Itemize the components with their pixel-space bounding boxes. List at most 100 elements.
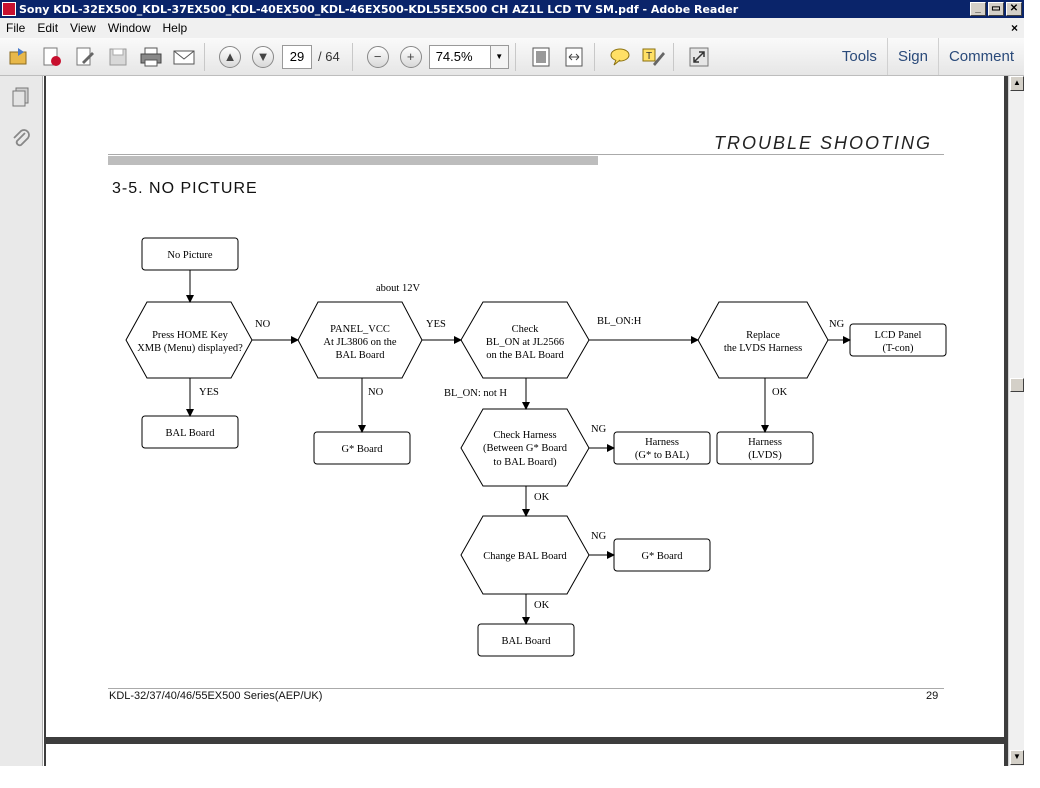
close-button[interactable]: ✕ bbox=[1006, 2, 1022, 16]
page-thumbnails-icon[interactable] bbox=[10, 86, 32, 108]
zoom-input[interactable]: 74.5% bbox=[428, 44, 491, 69]
text-g-board-1: G* Board bbox=[341, 444, 383, 455]
menu-window[interactable]: Window bbox=[107, 21, 151, 35]
open-button[interactable] bbox=[5, 43, 33, 71]
text-lcd-panel-2: (T-con) bbox=[882, 343, 914, 354]
chevron-down-icon: ▼ bbox=[495, 51, 504, 61]
print-button[interactable] bbox=[137, 43, 165, 71]
text-check-harness-2: (Between G* Board bbox=[483, 443, 568, 454]
text-bal-board-1: BAL Board bbox=[166, 428, 216, 439]
toolbar: ▲ ▼ 29 / 64 − + 74.5% ▼ T Tools Sign Com… bbox=[0, 38, 1024, 76]
menu-view[interactable]: View bbox=[70, 21, 96, 35]
label-ok-2: OK bbox=[534, 492, 550, 503]
envelope-icon bbox=[173, 50, 195, 64]
fit-width-button[interactable] bbox=[560, 43, 588, 71]
menu-bar: File Edit View Window Help × bbox=[0, 18, 1024, 38]
toolbar-separator bbox=[514, 42, 516, 71]
zoom-out-button[interactable]: − bbox=[364, 43, 392, 71]
footer-model: KDL-32/37/40/46/55EX500 Series(AEP/UK) bbox=[109, 690, 323, 702]
scroll-down-button[interactable]: ▼ bbox=[1010, 750, 1024, 765]
title-bar: Sony KDL-32EX500_KDL-37EX500_KDL-40EX500… bbox=[0, 0, 1024, 18]
zoom-in-button[interactable]: + bbox=[397, 43, 425, 71]
highlighter-icon: T bbox=[642, 48, 665, 66]
next-page-button[interactable]: ▼ bbox=[249, 43, 277, 71]
window-title: Sony KDL-32EX500_KDL-37EX500_KDL-40EX500… bbox=[19, 2, 739, 16]
label-ok-1: OK bbox=[772, 387, 788, 398]
open-folder-icon bbox=[9, 47, 27, 64]
edit-button[interactable] bbox=[71, 43, 99, 71]
label-yes-1: YES bbox=[199, 387, 219, 398]
minus-icon: − bbox=[366, 45, 389, 68]
text-press-home-1: Press HOME Key bbox=[152, 330, 229, 341]
maximize-button[interactable]: ▭ bbox=[988, 2, 1004, 16]
flowchart: No Picture Press HOME Key XMB (Menu) dis… bbox=[125, 237, 947, 657]
menu-file[interactable]: File bbox=[6, 21, 26, 35]
text-panel-vcc-1: PANEL_VCC bbox=[330, 324, 390, 335]
toolbar-separator bbox=[204, 42, 205, 71]
full-screen-button[interactable] bbox=[685, 43, 713, 71]
section-title: 3-5. NO PICTURE bbox=[112, 180, 258, 197]
label-blon-h: BL_ON:H bbox=[597, 316, 642, 327]
toolbar-separator bbox=[351, 42, 353, 71]
paperclip-icon[interactable] bbox=[10, 128, 32, 150]
heading-rule bbox=[108, 154, 944, 155]
label-no-2: NO bbox=[368, 387, 384, 398]
text-press-home-2: XMB (Menu) displayed? bbox=[137, 343, 243, 354]
scroll-thumb[interactable] bbox=[1010, 378, 1024, 392]
scroll-up-button[interactable]: ▲ bbox=[1010, 76, 1024, 91]
label-ng-2: NG bbox=[591, 424, 607, 435]
text-lcd-panel-1: LCD Panel bbox=[875, 330, 922, 341]
label-ng-1: NG bbox=[829, 319, 845, 330]
document-viewport[interactable]: TROUBLE SHOOTING 3-5. NO PICTURE bbox=[44, 76, 1008, 766]
sticky-note-button[interactable] bbox=[606, 43, 634, 71]
arrow-down-icon: ▼ bbox=[252, 45, 274, 68]
text-panel-vcc-2: At JL3806 on the bbox=[323, 337, 397, 348]
text-check-blon-3: on the BAL Board bbox=[486, 350, 564, 361]
close-document-button[interactable]: × bbox=[1010, 21, 1018, 35]
navigation-pane bbox=[0, 76, 43, 766]
next-pdf-page bbox=[46, 744, 1004, 766]
page-total: / 64 bbox=[318, 49, 340, 64]
zoom-dropdown-button[interactable]: ▼ bbox=[490, 44, 509, 69]
save-button[interactable] bbox=[104, 43, 132, 71]
comment-link[interactable]: Comment bbox=[937, 38, 1024, 75]
fit-page-icon bbox=[532, 47, 550, 66]
heading-bar bbox=[108, 156, 598, 165]
page-number-input[interactable]: 29 bbox=[282, 44, 312, 69]
label-yes-2: YES bbox=[426, 319, 446, 330]
create-pdf-button[interactable] bbox=[38, 43, 66, 71]
minimize-button[interactable]: _ bbox=[970, 2, 986, 16]
email-button[interactable] bbox=[170, 43, 198, 71]
previous-page-button[interactable]: ▲ bbox=[216, 43, 244, 71]
toolbar-separator bbox=[672, 42, 674, 71]
bottom-strip bbox=[0, 766, 1040, 788]
toolbar-separator bbox=[593, 42, 595, 71]
label-ok-3: OK bbox=[534, 600, 550, 611]
menu-help[interactable]: Help bbox=[162, 21, 188, 35]
menu-edit[interactable]: Edit bbox=[37, 21, 59, 35]
footer-page-number: 29 bbox=[926, 690, 939, 702]
fit-page-button[interactable] bbox=[527, 43, 555, 71]
fit-width-icon bbox=[565, 47, 583, 66]
text-harness-g-2: (G* to BAL) bbox=[635, 450, 690, 461]
node-check-harness bbox=[460, 408, 590, 487]
task-pane-links: Tools Sign Comment bbox=[832, 38, 1024, 75]
page-heading: TROUBLE SHOOTING bbox=[713, 133, 932, 153]
tools-link[interactable]: Tools bbox=[841, 48, 877, 65]
vertical-scrollbar[interactable]: ▲ ▼ bbox=[1008, 76, 1024, 766]
text-replace-lvds-1: Replace bbox=[746, 330, 780, 341]
create-pdf-icon bbox=[43, 47, 61, 66]
text-replace-lvds-2: the LVDS Harness bbox=[724, 343, 802, 354]
text-change-bal: Change BAL Board bbox=[483, 551, 567, 562]
text-check-harness-1: Check Harness bbox=[493, 430, 556, 441]
label-no-1: NO bbox=[255, 319, 271, 330]
expand-icon bbox=[689, 47, 709, 66]
highlight-text-button[interactable]: T bbox=[639, 43, 667, 71]
adobe-reader-icon bbox=[2, 2, 16, 16]
printer-icon bbox=[140, 47, 162, 66]
comment-bubble-icon bbox=[610, 48, 630, 65]
text-bal-board-2: BAL Board bbox=[502, 636, 552, 647]
sign-link[interactable]: Sign bbox=[886, 38, 938, 75]
text-g-board-2: G* Board bbox=[641, 551, 683, 562]
arrow-up-icon: ▲ bbox=[219, 45, 241, 68]
